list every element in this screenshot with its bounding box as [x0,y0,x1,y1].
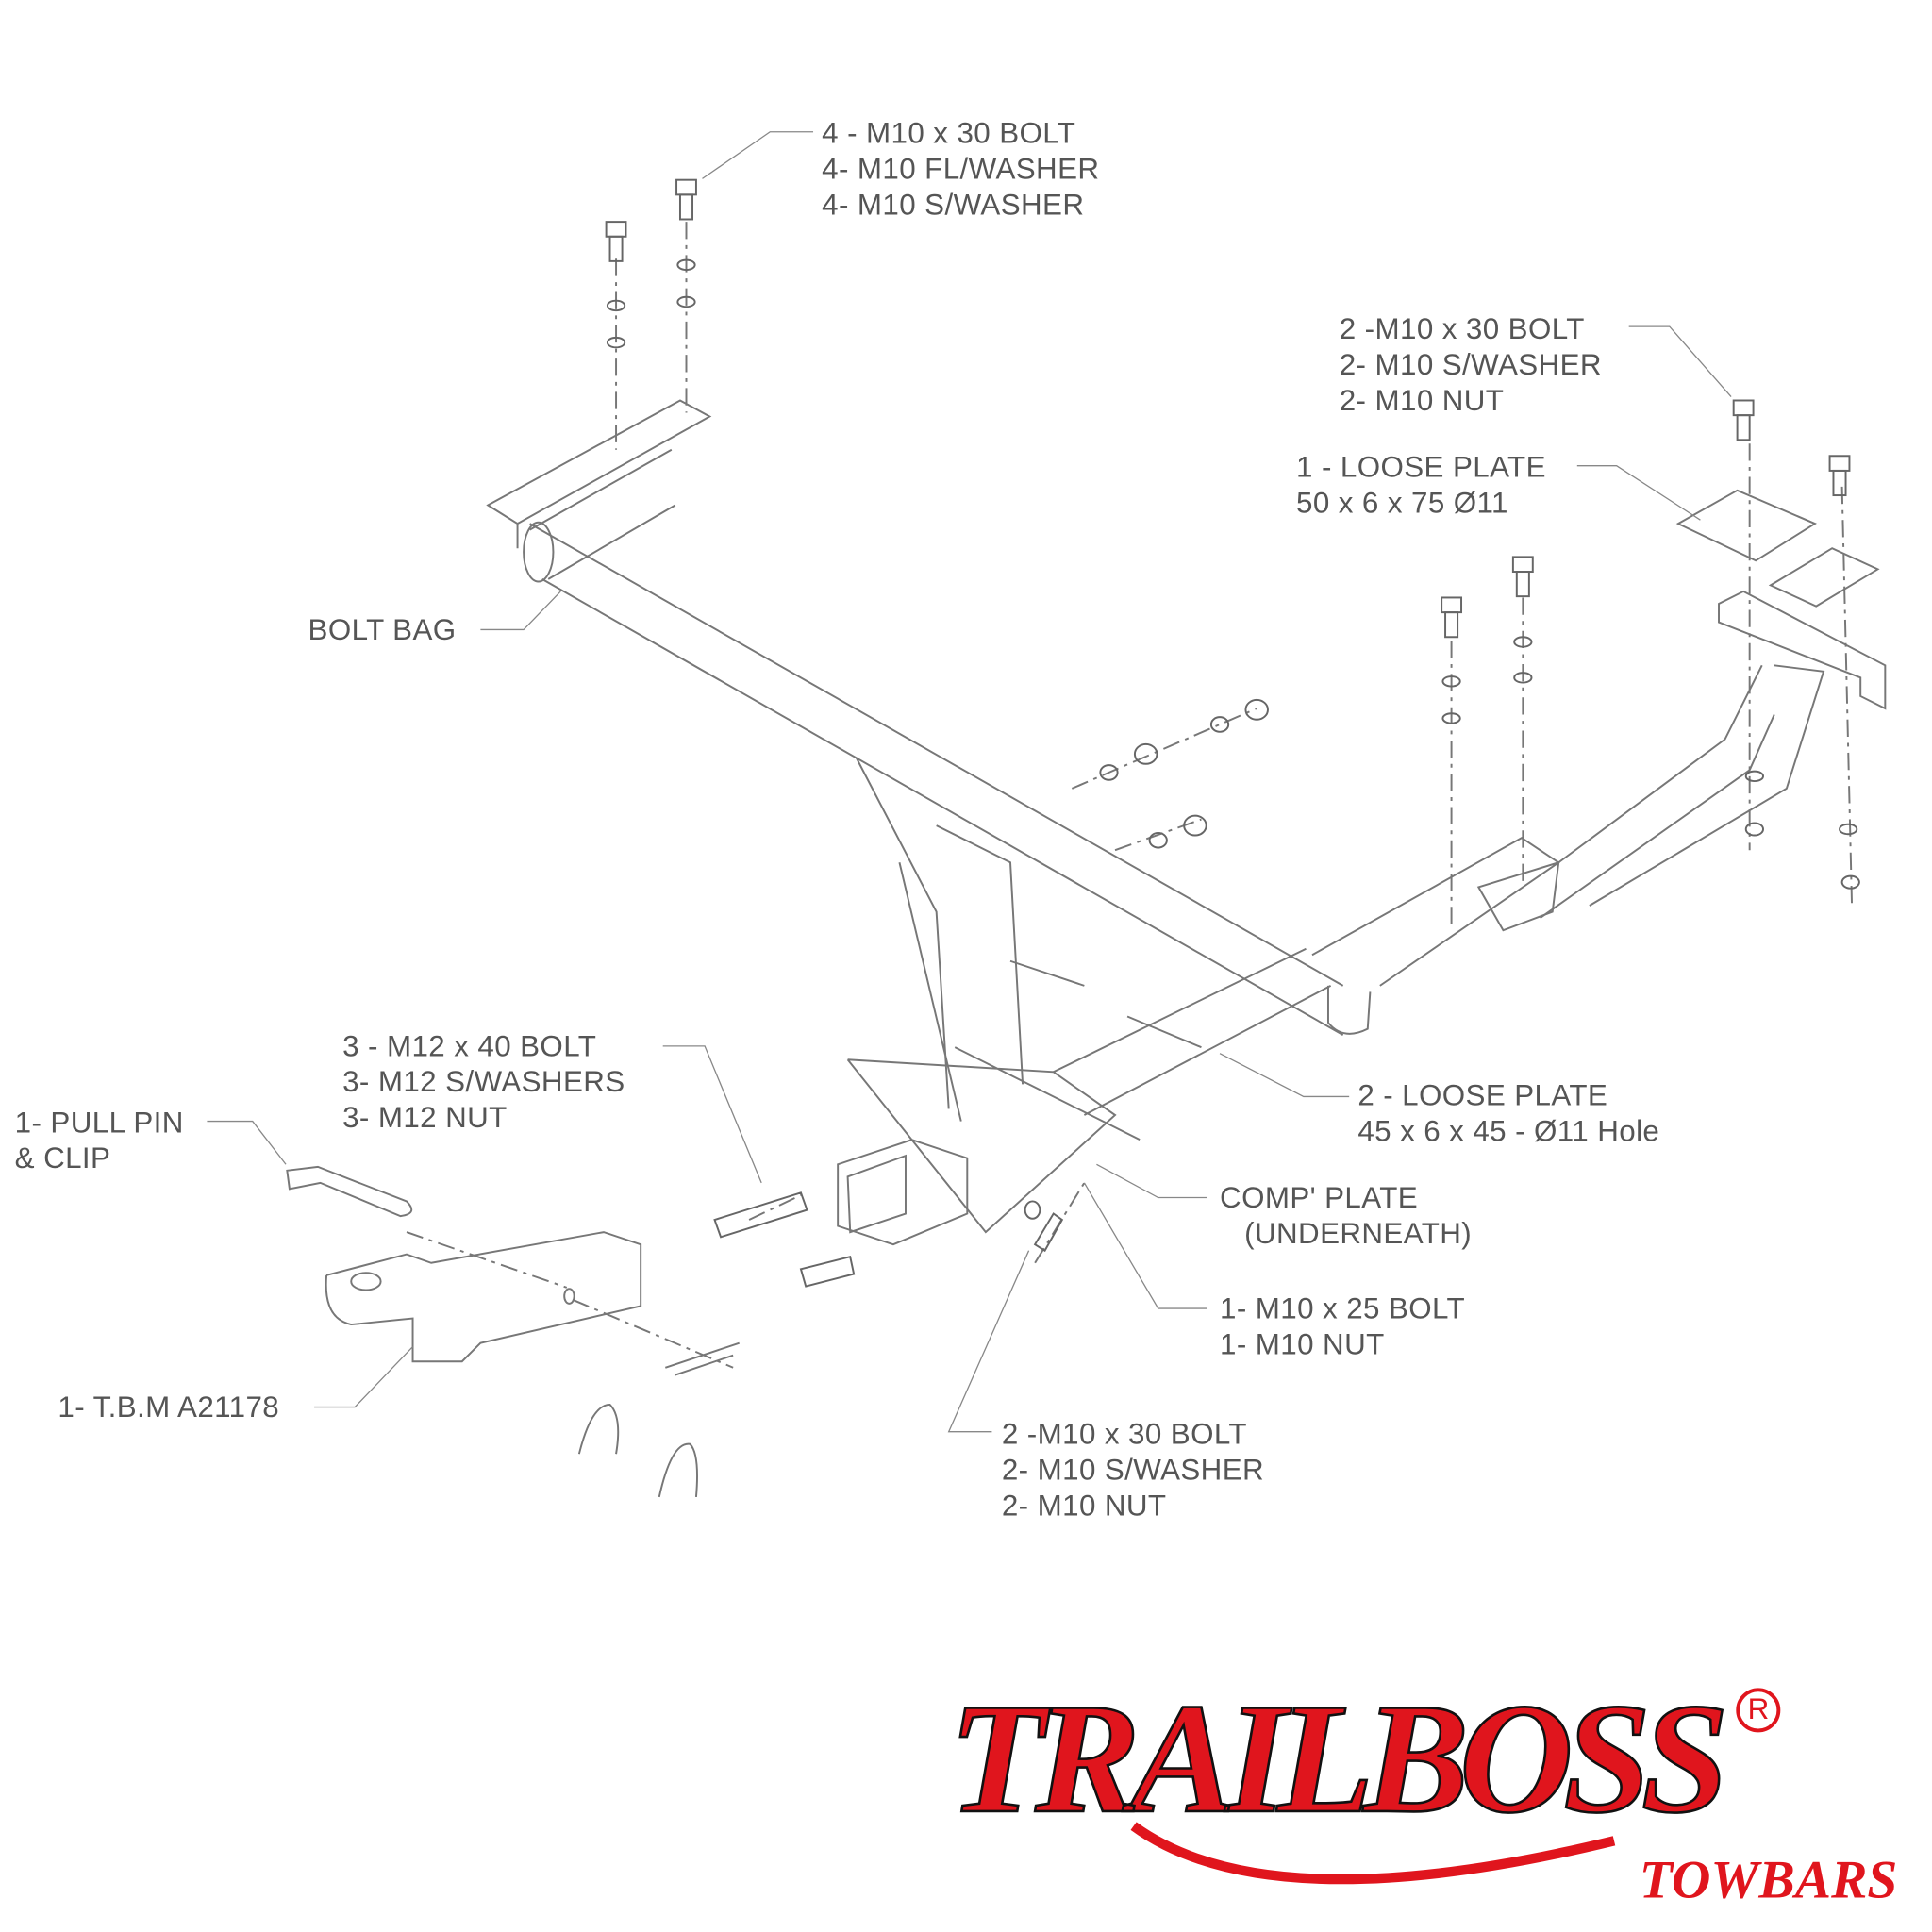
label-line: 4 - M10 x 30 BOLT [822,117,1076,151]
label-line: 3 - M12 x 40 BOLT [342,1029,597,1064]
label-tbm: 1- T.B.M A21178 [58,1391,280,1424]
label-line: 2 -M10 x 30 BOLT [1001,1418,1247,1452]
label-m10x25: 1- M10 x 25 BOLT 1- M10 NUT [1220,1291,1465,1363]
label-line: 2- M10 NUT [1339,384,1505,418]
label-m12-bolts: 3 - M12 x 40 BOLT 3- M12 S/WASHERS 3- M1… [342,1029,625,1137]
crossbar [486,399,1372,1036]
label-loose-plate-1: 1 - LOOSE PLATE 50 x 6 x 75 Ø11 [1296,450,1546,522]
logo-swoosh-icon [1130,1822,1616,1885]
label-bottom-bolts: 2 -M10 x 30 BOLT 2- M10 S/WASHER 2- M10 … [1002,1417,1264,1524]
label-line: 2 - LOOSE PLATE [1357,1079,1608,1113]
label-line: COMP' PLATE [1220,1181,1419,1215]
label-line: & CLIP [14,1141,111,1176]
label-pull-pin: 1- PULL PIN & CLIP [15,1106,184,1177]
label-bolt-bag: BOLT BAG [308,613,457,647]
label-line: 3- M12 S/WASHERS [342,1065,625,1100]
label-loose-plate-2: 2 - LOOSE PLATE 45 x 6 x 45 - Ø11 Hole [1357,1078,1659,1150]
label-line: 1 - LOOSE PLATE [1296,451,1546,485]
label-line: 2- M10 S/WASHER [1001,1454,1265,1488]
label-line: 2 -M10 x 30 BOLT [1339,312,1585,347]
label-line: (UNDERNEATH) [1244,1217,1473,1251]
label-line: 45 x 6 x 45 - Ø11 Hole [1357,1115,1660,1149]
label-line: 1- M10 x 25 BOLT [1220,1292,1466,1326]
label-line: 4- M10 FL/WASHER [822,152,1100,187]
bolt-lines [406,222,1854,1369]
label-comp-plate: COMP' PLATE (UNDERNEATH) [1220,1180,1472,1252]
label-top-bolts: 4 - M10 x 30 BOLT 4- M10 FL/WASHER 4- M1… [822,116,1099,224]
label-line: 1- PULL PIN [14,1106,184,1141]
label-line: 4- M10 S/WASHER [822,188,1085,223]
logo-row: TRAILBOSS R [947,1671,1781,1846]
tow-ball-mount [286,1165,740,1498]
logo-brand: TRAILBOSS [947,1671,1730,1846]
label-line: 2- M10 NUT [1001,1490,1167,1524]
center-drop [837,757,1332,1246]
label-line: 3- M12 NUT [342,1101,508,1135]
label-right-bolts: 2 -M10 x 30 BOLT 2- M10 S/WASHER 2- M10 … [1340,311,1602,419]
right-bracket [1311,489,1887,987]
label-line: 1- M10 NUT [1220,1327,1385,1362]
bolts-washers [605,178,1860,1288]
trailboss-logo: TRAILBOSS R TOWBARS [947,1671,1923,1924]
label-line: 2- M10 S/WASHER [1339,348,1602,382]
logo-sub: TOWBARS [1639,1849,1898,1910]
label-line: 50 x 6 x 75 Ø11 [1296,486,1508,521]
registered-mark: R [1736,1688,1781,1733]
leader-lines [207,131,1732,1433]
